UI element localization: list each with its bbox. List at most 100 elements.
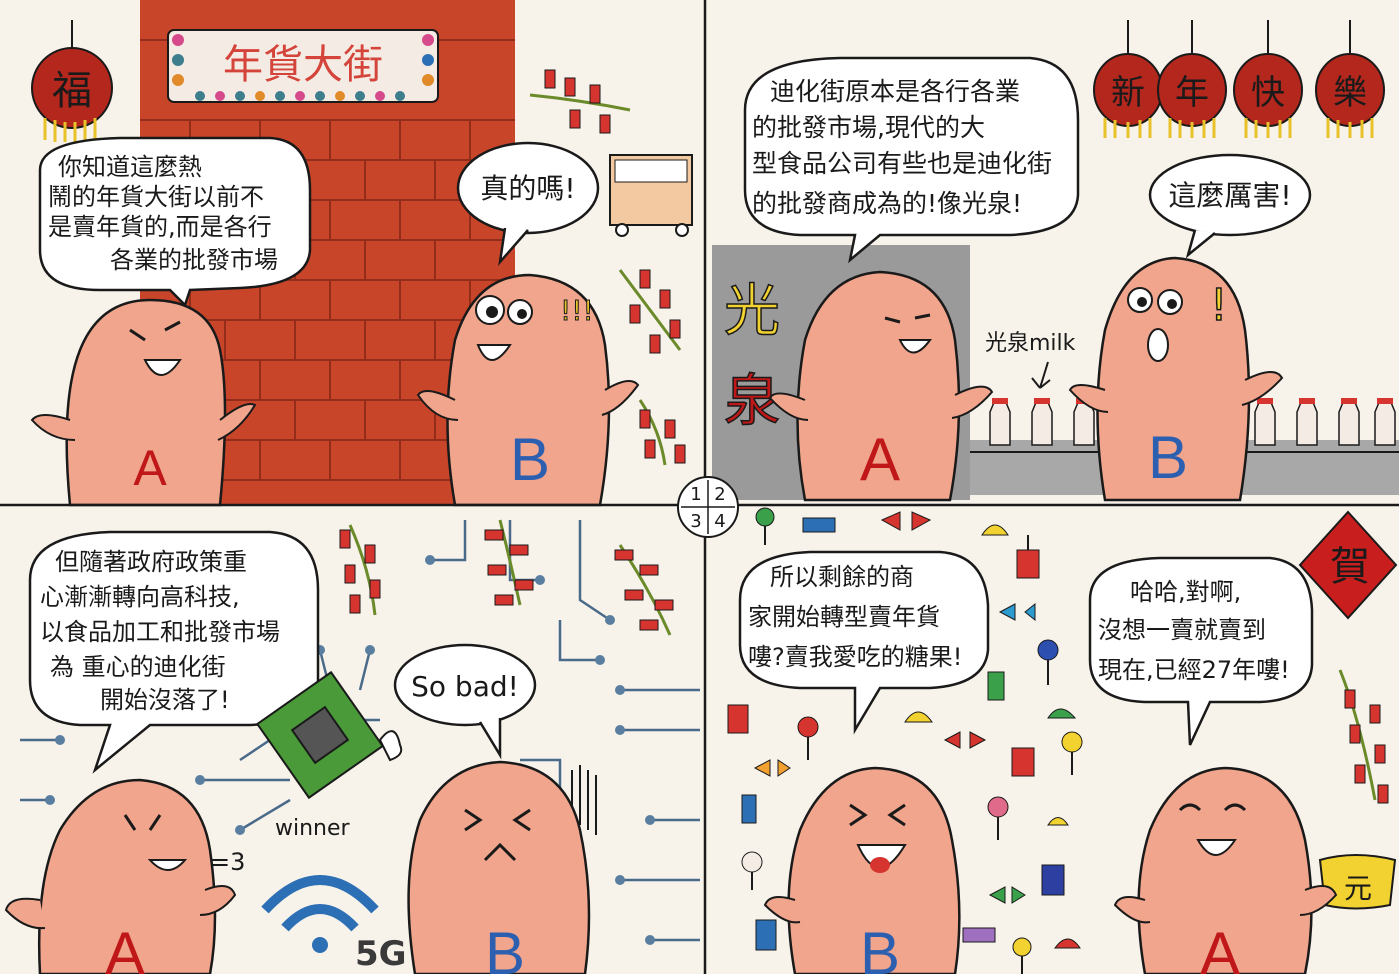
speech-line: 鬧的年貨大街以前不 bbox=[48, 183, 264, 211]
store-sign-char-1: 光 bbox=[724, 279, 780, 344]
panel-1: 年貨大街 福 你知道這麼熱 鬧的年貨大街以前不 是賣年貨的,而是各行 各業的批發… bbox=[30, 0, 693, 507]
gold-ingot-icon: 元 bbox=[1318, 854, 1397, 910]
sigh-mark: =3 bbox=[210, 848, 245, 876]
market-sign: 年貨大街 bbox=[167, 29, 439, 103]
character-a-panel4: A bbox=[1113, 766, 1338, 974]
drink-icon bbox=[1016, 535, 1040, 579]
gumdrop-icon bbox=[904, 711, 933, 723]
lantern-new: 新 bbox=[1093, 20, 1163, 138]
speech-line: 各業的批發市場 bbox=[110, 246, 278, 274]
speech-bubble-a-panel4: 哈哈,對啊, 沒想一賣就賣到 現在,已經27年嘍! bbox=[1088, 556, 1314, 746]
speech-line: 嘍?賣我愛吃的糖果! bbox=[748, 643, 962, 671]
panel-4: 所以剩餘的商 家開始轉型賣年貨 嘍?賣我愛吃的糖果! 哈哈,對啊, 沒想一賣就賣… bbox=[727, 507, 1398, 974]
character-a-panel3: =3 A bbox=[4, 778, 245, 974]
speech-b-panel1-text: 真的嗎! bbox=[480, 172, 575, 205]
lollipop-icon bbox=[1012, 937, 1032, 974]
milk-bottles bbox=[989, 398, 1396, 446]
character-label-a: A bbox=[1200, 920, 1240, 974]
candy-icon bbox=[802, 517, 836, 533]
ingot-char: 元 bbox=[1344, 872, 1372, 905]
speech-line: 迪化街原本是各行各業 bbox=[770, 77, 1020, 106]
bow-candy-icon bbox=[943, 731, 987, 749]
sign-lights bbox=[172, 34, 434, 101]
speech-line: 但隨著政府政策重 bbox=[55, 548, 247, 576]
chip-icon bbox=[255, 670, 403, 800]
panel-2: 光 泉 光泉milk bbox=[712, 20, 1399, 502]
speech-line: 所以剩餘的商 bbox=[770, 563, 914, 591]
speech-line: 沒想一賣就賣到 bbox=[1098, 616, 1266, 644]
speech-line: 為 重心的迪化街 bbox=[50, 653, 226, 681]
character-b-panel1: !!! B bbox=[416, 273, 640, 507]
character-label-b: B bbox=[860, 920, 900, 974]
firecracker-icon bbox=[638, 399, 686, 466]
motion-lines bbox=[571, 765, 597, 835]
lollipop-icon bbox=[1061, 731, 1083, 775]
cart-icon bbox=[609, 154, 693, 237]
character-label-b: B bbox=[485, 920, 525, 974]
character-a-panel1: A bbox=[30, 298, 257, 507]
speech-line: 的批發商成為的!像光泉! bbox=[752, 189, 1022, 218]
arrow-icon bbox=[1031, 361, 1051, 389]
greeting-diamond: 賀 bbox=[1298, 510, 1398, 620]
chip-label: winner bbox=[275, 816, 351, 841]
candy-icon bbox=[987, 671, 1005, 701]
lollipop-icon bbox=[797, 716, 819, 760]
speech-line: 型食品公司有些也是迪化街 bbox=[752, 149, 1052, 178]
speech-line: 現在,已經27年嘍! bbox=[1098, 656, 1290, 684]
character-label-a: A bbox=[860, 426, 900, 493]
speech-line: 開始沒落了! bbox=[100, 686, 230, 714]
speech-line: 以食品加工和批發市場 bbox=[40, 618, 280, 646]
lantern-char: 年 bbox=[1175, 73, 1209, 113]
candy-decorations bbox=[727, 507, 1083, 974]
lollipop-icon bbox=[755, 507, 775, 545]
panel-number: 2 bbox=[714, 484, 725, 505]
speech-bubble-a-panel2: 迪化街原本是各行各業 的批發市場,現代的大 型食品公司有些也是迪化街 的批發商成… bbox=[743, 56, 1080, 264]
store-sign-char-2: 泉 bbox=[724, 369, 780, 434]
lantern-joy: 樂 bbox=[1315, 20, 1385, 138]
speech-bubble-b-panel1: 真的嗎! bbox=[456, 141, 600, 267]
character-b-panel3: B bbox=[407, 760, 591, 974]
speech-bubble-a-panel3: 但隨著政府政策重 心漸漸轉向高科技, 以食品加工和批發市場 為 重心的迪化街 開… bbox=[28, 530, 320, 774]
speech-line: 你知道這麼熱 bbox=[58, 153, 202, 181]
lantern-fu-char: 福 bbox=[52, 68, 92, 114]
candy-icon bbox=[741, 794, 757, 824]
speech-a-panel4-text: 哈哈,對啊, 沒想一賣就賣到 現在,已經27年嘍! bbox=[1098, 578, 1290, 684]
panel-number-badge: 1 2 3 4 bbox=[677, 476, 739, 538]
gumdrop-icon bbox=[1047, 817, 1069, 826]
character-b-panel2: ! B bbox=[1068, 256, 1284, 502]
speech-bubble-b-panel2: 這麼厲害! bbox=[1148, 153, 1312, 259]
speech-a-panel2-text: 迪化街原本是各行各業 的批發市場,現代的大 型食品公司有些也是迪化街 的批發商成… bbox=[752, 77, 1060, 218]
lantern-char: 樂 bbox=[1333, 73, 1367, 113]
lantern-happy: 快 bbox=[1233, 20, 1303, 138]
speech-line: 心漸漸轉向高科技, bbox=[40, 583, 240, 611]
lollipop-icon bbox=[1037, 639, 1059, 685]
lantern-char: 快 bbox=[1251, 73, 1285, 113]
lantern-year: 年 bbox=[1157, 20, 1227, 138]
speech-a-panel1-text: 你知道這麼熱 鬧的年貨大街以前不 是賣年貨的,而是各行 各業的批發市場 bbox=[48, 153, 279, 274]
firecracker-icon bbox=[484, 519, 534, 606]
character-label-b: B bbox=[1148, 424, 1188, 491]
lantern-fu: 福 bbox=[31, 20, 113, 142]
wifi-label: 5G bbox=[355, 934, 407, 974]
bow-candy-icon bbox=[753, 759, 791, 777]
speech-bubble-b-panel3: So bad! bbox=[393, 643, 537, 760]
thumbs-up-icon bbox=[378, 730, 403, 762]
speech-line: 哈哈,對啊, bbox=[1130, 578, 1241, 606]
surprise-marks: !!! bbox=[560, 294, 594, 327]
speech-bubble-a-panel1: 你知道這麼熱 鬧的年貨大街以前不 是賣年貨的,而是各行 各業的批發市場 bbox=[38, 136, 312, 308]
speech-b-panel4-text: 所以剩餘的商 家開始轉型賣年貨 嘍?賣我愛吃的糖果! bbox=[748, 563, 962, 671]
sign-text: 年貨大街 bbox=[223, 42, 383, 88]
speech-a-panel3-text: 但隨著政府政策重 心漸漸轉向高科技, 以食品加工和批發市場 為 重心的迪化街 開… bbox=[40, 548, 288, 714]
panel-number: 4 bbox=[714, 511, 725, 532]
greeting-char: 賀 bbox=[1330, 544, 1370, 590]
lantern-char: 新 bbox=[1111, 73, 1145, 113]
product-label: 光泉milk bbox=[985, 331, 1076, 356]
firecracker-icon bbox=[618, 269, 682, 354]
wifi-icon bbox=[261, 875, 379, 953]
lantern-row: 新 年 快 樂 bbox=[1093, 20, 1385, 138]
panel-number: 1 bbox=[690, 484, 701, 505]
speech-line: 的批發市場,現代的大 bbox=[752, 113, 985, 142]
speech-bubble-b-panel4: 所以剩餘的商 家開始轉型賣年貨 嘍?賣我愛吃的糖果! bbox=[738, 550, 990, 735]
candy-icon bbox=[962, 927, 996, 943]
